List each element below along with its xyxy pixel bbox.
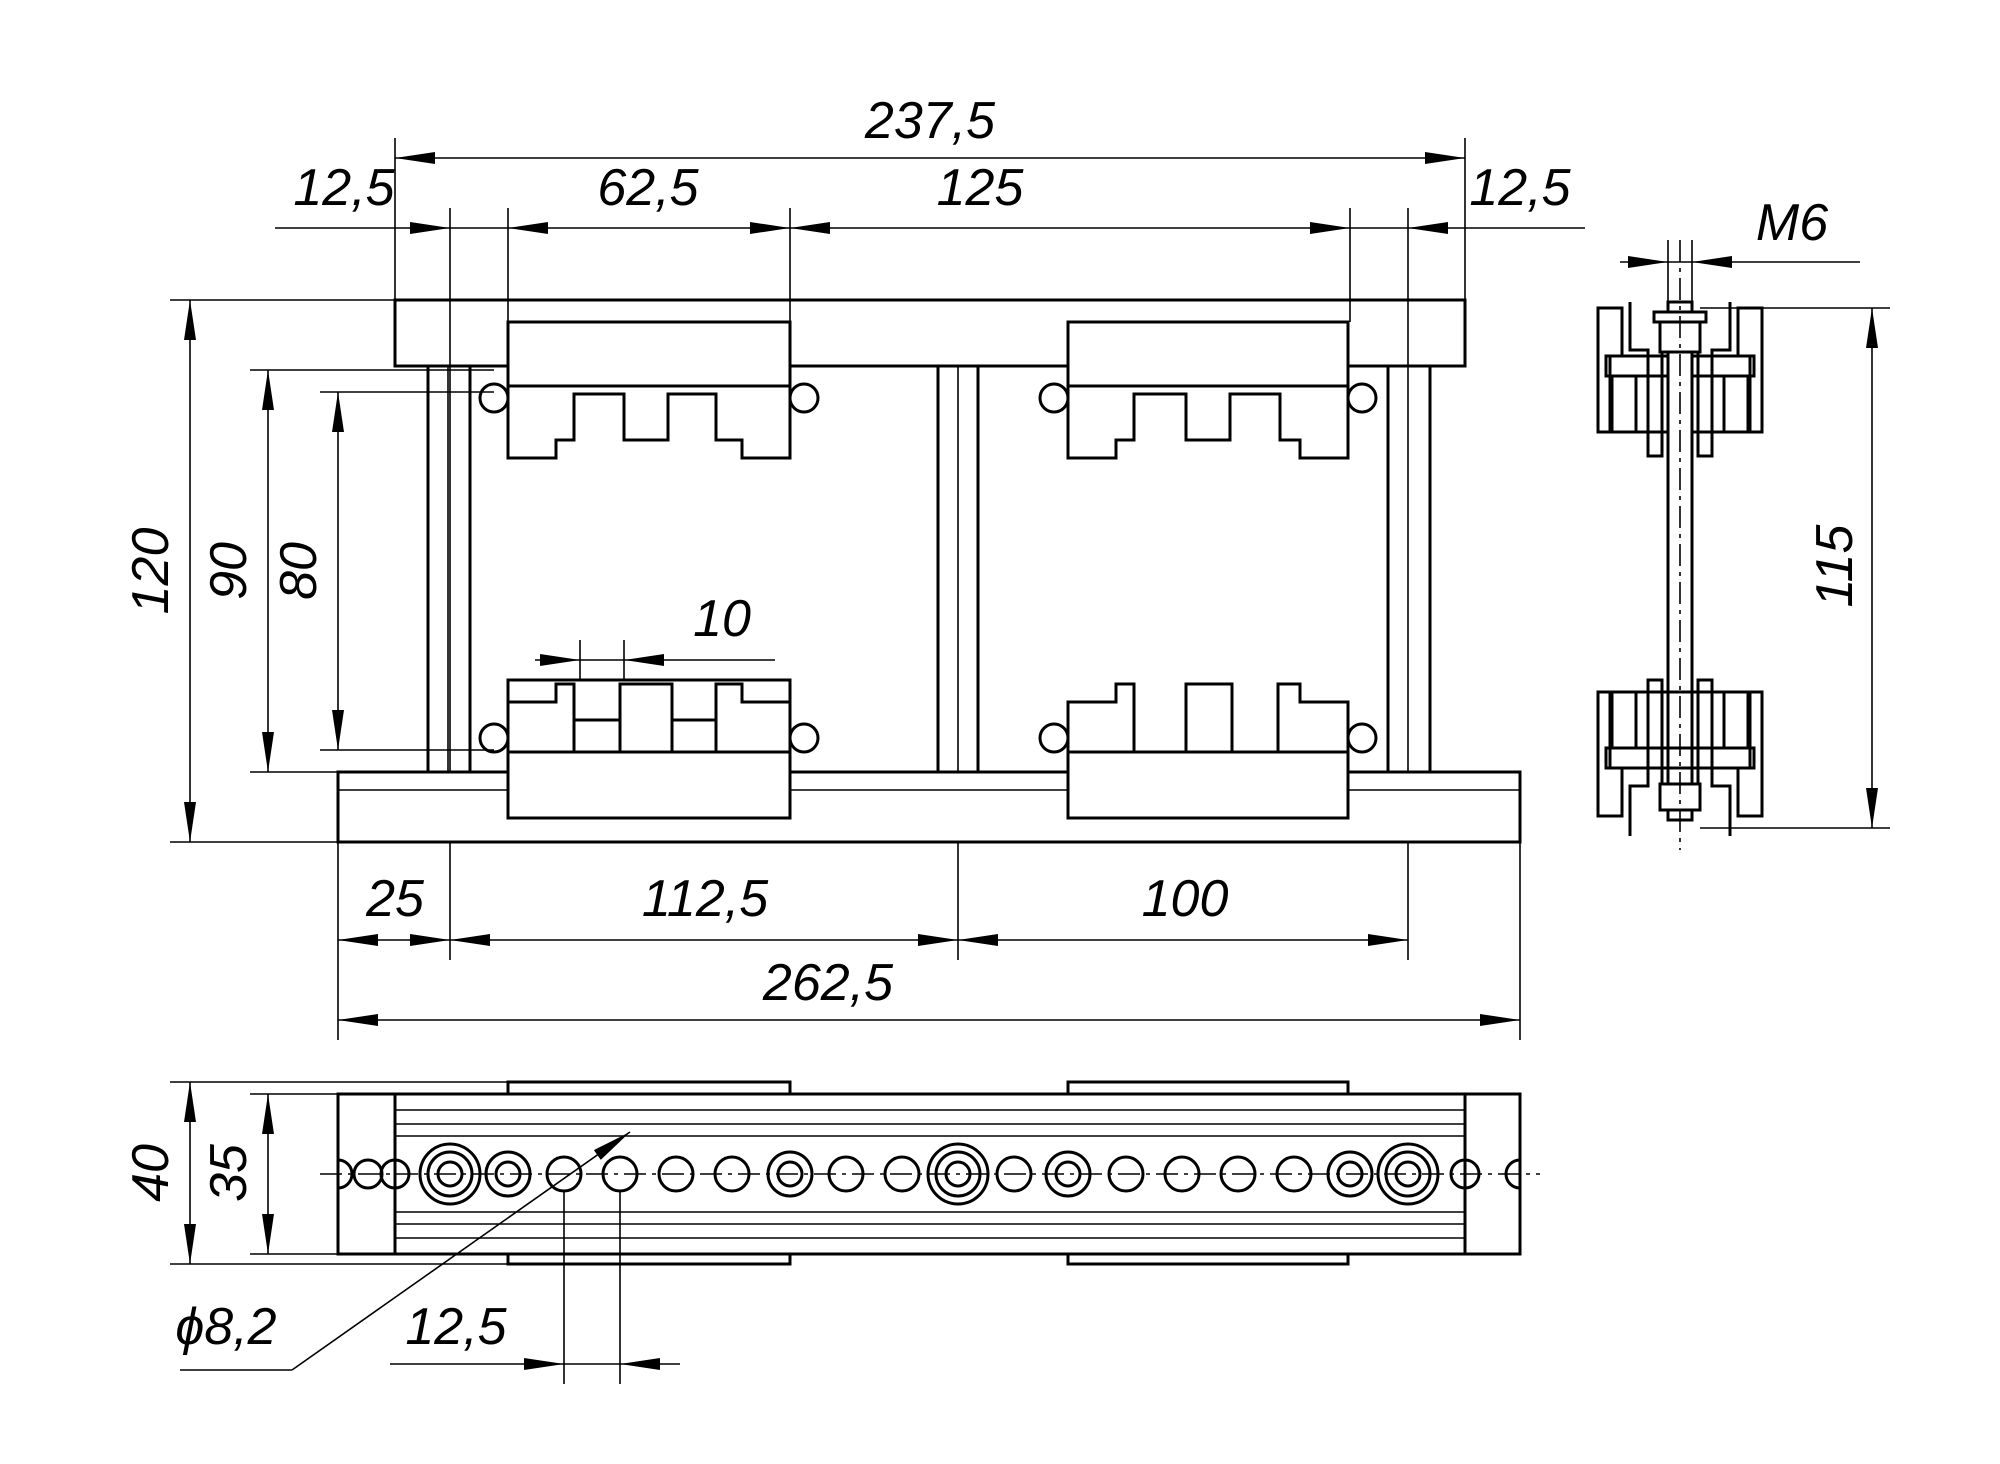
clamp-bottom-left	[478, 678, 820, 820]
dim-base-mid-label: 112,5	[642, 870, 769, 928]
dim-width-35-label: 35	[200, 1143, 258, 1202]
dim-hole-diameter-label: ϕ8,2	[175, 1298, 276, 1356]
clamp-top-right	[1038, 320, 1378, 460]
dim-overall-top-label: 237,5	[864, 92, 996, 150]
dim-width-40-label: 40	[122, 1144, 180, 1202]
dim-left-margin-label: 12,5	[293, 159, 395, 217]
clamp-top-left	[478, 320, 820, 460]
dim-tooth-pitch-label: 10	[693, 590, 751, 648]
dim-base-left-label: 25	[365, 870, 425, 928]
dim-side-height-label: 115	[1806, 523, 1864, 607]
dim-base-right-label: 100	[1142, 870, 1229, 928]
dim-clamp-spacing-label: 125	[937, 159, 1025, 217]
side-view: M6 115	[1596, 194, 1890, 850]
dim-hole-pitch-label: 12,5	[405, 1298, 507, 1356]
clamp-bottom-right	[1038, 682, 1378, 820]
dim-height-80-label: 80	[270, 542, 328, 600]
dim-base-overall-label: 262,5	[762, 954, 894, 1012]
hole-row	[352, 1142, 1481, 1206]
dim-height-90-label: 90	[200, 542, 258, 600]
dim-left-clamp-width-label: 62,5	[597, 159, 699, 217]
dim-thread-label: M6	[1756, 194, 1828, 252]
left-post	[426, 364, 472, 774]
front-view: 237,5 12,5 62,5 125 12,5 120 90 80 10 25…	[122, 92, 1585, 1040]
dim-height-overall-label: 120	[122, 528, 180, 615]
right-post	[1386, 364, 1432, 774]
dim-right-margin-label: 12,5	[1469, 159, 1571, 217]
top-view: 40 35 ϕ8,2 12,5	[122, 1080, 1540, 1384]
